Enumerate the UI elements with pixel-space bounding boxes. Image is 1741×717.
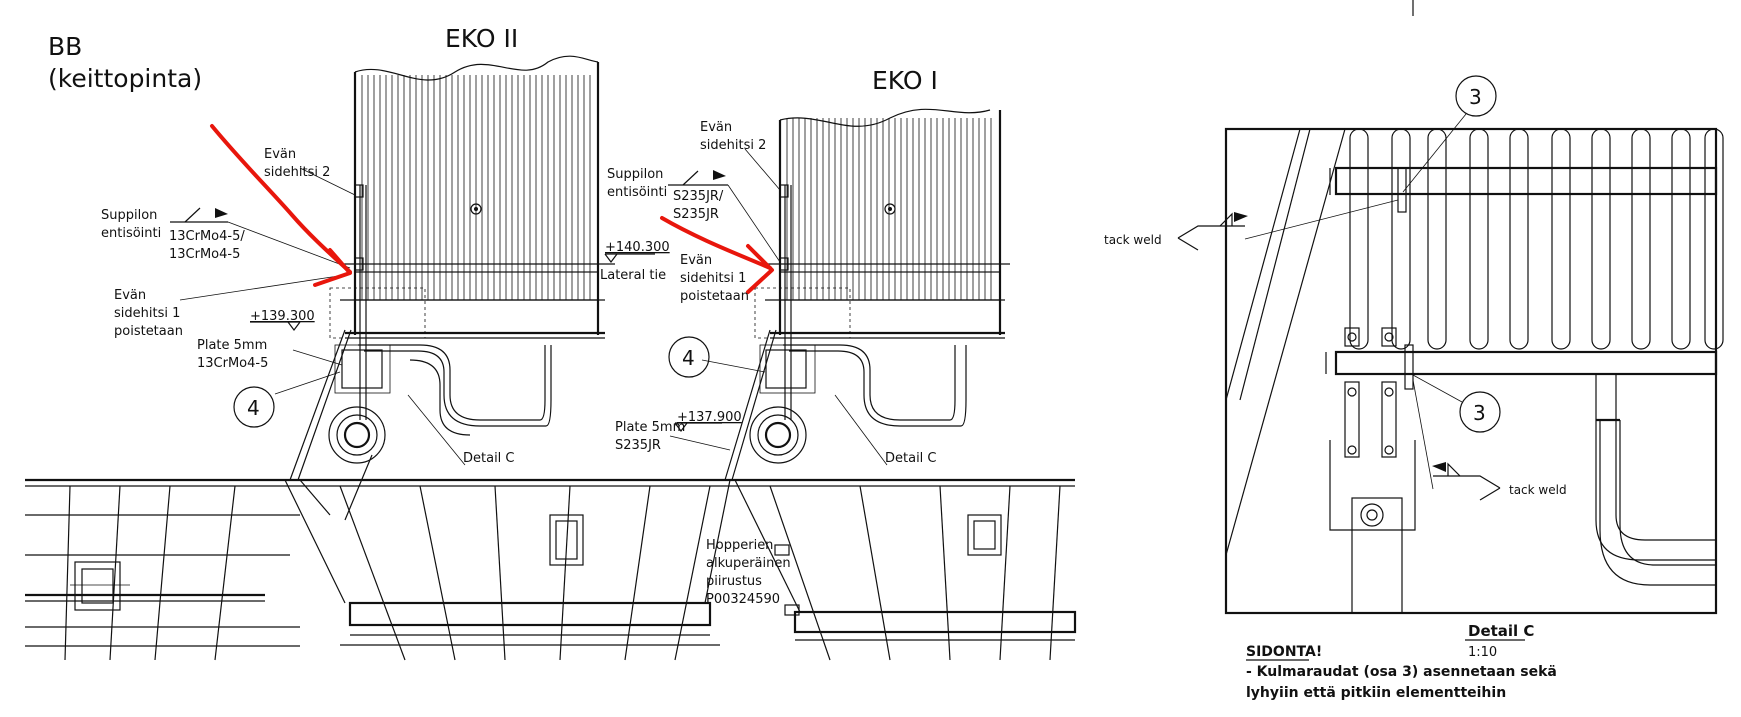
suppilon-left-l1: Suppilon bbox=[101, 208, 157, 223]
bb-label: BB bbox=[48, 32, 82, 61]
plate-right-l1: Plate 5mm bbox=[615, 420, 685, 435]
plate-left-l1: Plate 5mm bbox=[197, 338, 267, 353]
tube-bank-eko2 bbox=[361, 75, 591, 300]
eko1-title: EKO I bbox=[872, 66, 938, 95]
evan-sidehitsi1-right-l1: Evän bbox=[680, 253, 712, 268]
plate-left-l2: 13CrMo4-5 bbox=[197, 356, 268, 371]
detail-c-ref-right: Detail C bbox=[885, 451, 937, 466]
detail-tube bbox=[1509, 128, 1529, 350]
eko2-title: EKO II bbox=[445, 24, 518, 53]
detail-tube bbox=[1671, 128, 1691, 350]
evan-sidehitsi2-left-l1: Evän bbox=[264, 147, 296, 162]
evan-sidehitsi1-left-l2: sidehitsi 1 bbox=[114, 306, 180, 321]
evan-sidehitsi2-right-l2: sidehitsi 2 bbox=[700, 138, 766, 153]
detail-tube bbox=[1631, 128, 1651, 350]
material-left-l2: 13CrMo4-5 bbox=[169, 247, 240, 262]
evan-sidehitsi1-left-l1: Evän bbox=[114, 288, 146, 303]
hopperien-l2: alkuperäinen bbox=[706, 556, 791, 571]
level-139: +139.300 bbox=[250, 309, 315, 324]
detail-tube-bank bbox=[1349, 128, 1724, 350]
red-markup bbox=[210, 124, 774, 294]
detail-tube bbox=[1391, 128, 1411, 350]
callout-3-top: 3 bbox=[1469, 85, 1482, 109]
hopperien-l3: piirustus bbox=[706, 574, 762, 589]
tack-weld-left: tack weld bbox=[1104, 233, 1162, 247]
tube-bank-eko1 bbox=[786, 118, 992, 300]
detail-c-title: Detail C bbox=[1468, 622, 1534, 640]
level-137: +137.900 bbox=[677, 410, 742, 425]
detail-tube bbox=[1704, 128, 1724, 350]
callout-4-right: 4 bbox=[682, 346, 695, 370]
material-right-l1: S235JR/ bbox=[673, 189, 724, 204]
sidonta-note-1: - Kulmaraudat (osa 3) asennetaan sekä bbox=[1246, 664, 1557, 680]
evan-sidehitsi2-left-l2: sidehitsi 2 bbox=[264, 165, 330, 180]
evan-sidehitsi1-right-l3: poistetaan bbox=[680, 289, 749, 304]
detail-tube bbox=[1349, 128, 1369, 350]
detail-tube bbox=[1427, 128, 1447, 350]
material-right-l2: S235JR bbox=[673, 207, 719, 222]
detail-c-ref-left: Detail C bbox=[463, 451, 515, 466]
callout-4-left: 4 bbox=[247, 396, 260, 420]
material-left-l1: 13CrMo4-5/ bbox=[169, 229, 245, 244]
labels: BB (keittopinta) EKO II EKO I Evän sideh… bbox=[48, 24, 1567, 701]
detail-tube bbox=[1469, 128, 1489, 350]
suppilon-left-l2: entisöinti bbox=[101, 226, 161, 241]
tack-weld-right: tack weld bbox=[1509, 483, 1567, 497]
eko1-assembly bbox=[724, 108, 1010, 481]
detail-tube bbox=[1591, 128, 1611, 350]
suppilon-right-l2: entisöinti bbox=[607, 185, 667, 200]
hopper-structure-right bbox=[734, 479, 1077, 661]
evan-sidehitsi1-right-l2: sidehitsi 1 bbox=[680, 271, 746, 286]
callout-3-bottom: 3 bbox=[1473, 401, 1486, 425]
hopperien-l4: P00324590 bbox=[706, 592, 780, 607]
evan-sidehitsi2-right-l1: Evän bbox=[700, 120, 732, 135]
plate-right-l2: S235JR bbox=[615, 438, 661, 453]
bb-sublabel: (keittopinta) bbox=[48, 64, 202, 93]
detail-c-view bbox=[1224, 127, 1724, 615]
sidonta-note-2: lyhyiin että pitkiin elementteihin bbox=[1246, 685, 1506, 701]
hopperien-l1: Hopperien bbox=[706, 538, 773, 553]
level-140: +140.300 bbox=[605, 240, 670, 255]
eko2-assembly bbox=[289, 55, 615, 521]
suppilon-right-l1: Suppilon bbox=[607, 167, 663, 182]
hopper-structure-left bbox=[25, 478, 1075, 661]
evan-sidehitsi1-left-l3: poistetaan bbox=[114, 324, 183, 339]
leaders bbox=[170, 0, 1525, 661]
detail-tube bbox=[1551, 128, 1571, 350]
detail-c-scale: 1:10 bbox=[1468, 645, 1497, 660]
sidonta-heading: SIDONTA! bbox=[1246, 644, 1322, 660]
lateral-tie-label: Lateral tie bbox=[600, 268, 666, 283]
